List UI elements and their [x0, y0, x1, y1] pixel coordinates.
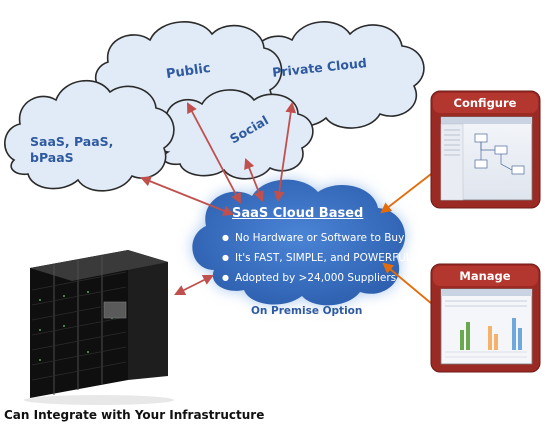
cloud-saas-paas-bpaas: [4, 79, 175, 192]
hub-bullet: Adopted by >24,000 Suppliers: [222, 272, 412, 292]
server-racks: [24, 250, 174, 405]
arrow-hub-social: [244, 157, 264, 203]
hub-bullet: It's FAST, SIMPLE, and POWERFUL: [222, 252, 412, 272]
arrow-hub-public: [186, 102, 242, 204]
rack-console: [103, 301, 127, 319]
infrastructure-caption: Can Integrate with Your Infrastructure: [4, 408, 265, 422]
manage-title: Manage: [459, 269, 511, 283]
configure-panel: [430, 90, 541, 209]
on-premise-label: On Premise Option: [251, 305, 363, 317]
cloud-label-line-1: SaaS, PaaS,: [30, 134, 114, 149]
manage-panel: [430, 263, 541, 373]
hub-title: SaaS Cloud Based: [232, 206, 364, 221]
arrow-hub-private: [273, 101, 297, 203]
arrow-hub-saas: [139, 176, 235, 216]
hub-bullet-list: No Hardware or Software to Buy It's FAST…: [222, 232, 412, 292]
cloud-label-line-2: bPaaS: [30, 150, 74, 165]
hub-bullet: No Hardware or Software to Buy: [222, 232, 412, 252]
arrow-hub-servers: [174, 275, 214, 295]
connection-arrows: [139, 101, 297, 295]
manage-screenshot: [440, 288, 533, 365]
configure-title: Configure: [453, 96, 517, 110]
cloud-label-saas-paas-bpaas: SaaS, PaaS, bPaaS: [30, 134, 113, 166]
